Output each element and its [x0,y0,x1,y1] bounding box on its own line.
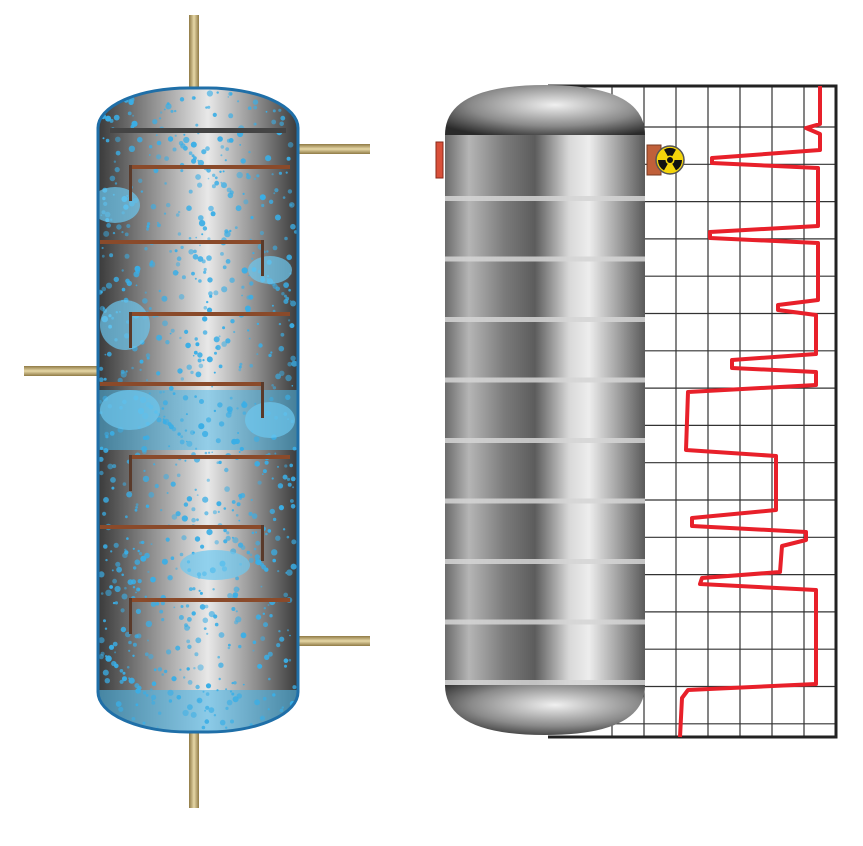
tray [130,598,290,602]
foam [100,300,150,350]
trays [100,128,290,634]
distributor [110,128,286,133]
distillation-column [96,86,300,734]
foam [245,402,295,438]
left-feed-pipe [24,366,102,376]
vessel-band [445,619,645,625]
foam [100,390,160,430]
downcomer [261,525,264,561]
vessel-band [445,317,645,322]
tray [100,240,262,244]
downcomer [129,598,132,634]
tray [100,525,262,529]
downcomer [129,455,132,491]
scanned-vessel [445,85,645,735]
vessel-bands [445,196,645,685]
top-pipe [189,15,199,93]
downcomer [261,240,264,276]
downcomer [129,165,132,201]
vessel-band [445,680,645,685]
downcomer [261,382,264,418]
lower-right-pipe [294,636,370,646]
detector-icon [435,141,444,179]
tray [130,165,290,169]
vessel-band [445,438,645,443]
bottom-pipe [189,728,199,808]
scan-chart-border [548,84,838,739]
tray [130,455,290,459]
tray [130,312,290,316]
foam [180,550,250,580]
foam [248,256,292,284]
upper-right-pipe [294,144,370,154]
radiation-icon [646,144,685,176]
vessel-band [445,256,645,262]
downcomer [129,312,132,348]
vessel-band [445,559,645,564]
scan-trace [678,86,822,738]
vessel-band [445,498,645,504]
vessel-band [445,377,645,383]
vessel-band [445,196,645,201]
foam [98,187,140,223]
pipes [24,15,370,808]
tray [100,382,262,386]
